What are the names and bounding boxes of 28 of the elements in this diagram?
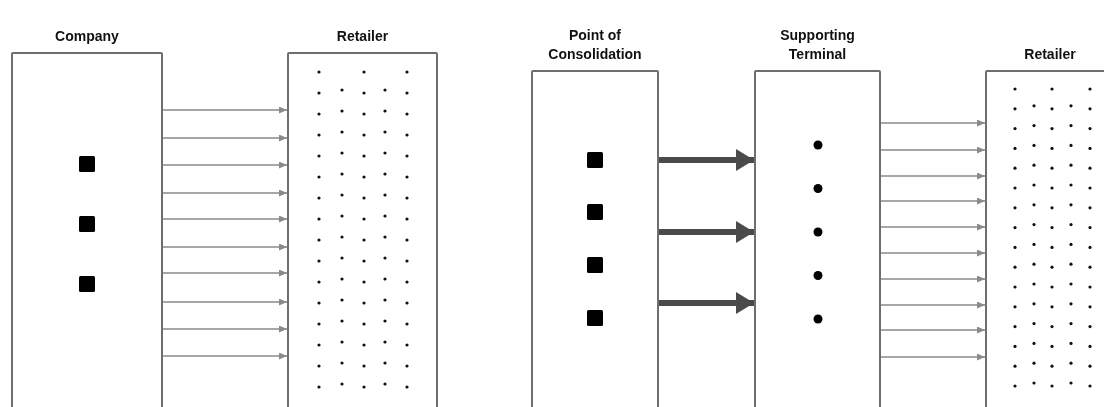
arrow [659,292,754,314]
arrow [880,301,986,309]
box-heading: Company [55,27,119,46]
box-heading: Retailer [336,27,389,46]
box-heading: Point of Consolidation [547,26,643,64]
arrow [880,275,986,283]
arrow [880,146,986,154]
arrow [162,161,288,169]
arrow [880,197,986,205]
arrow [162,106,288,114]
arrow [880,353,986,361]
arrow [162,325,288,333]
arrow [162,189,288,197]
arrow [162,134,288,142]
arrow [880,172,986,180]
arrow [880,119,986,127]
arrow [880,223,986,231]
arrow [162,298,288,306]
arrow [659,221,754,243]
box-heading: Supporting Terminal [779,26,856,64]
arrow [162,215,288,223]
arrow [659,149,754,171]
arrow [880,326,986,334]
arrow [162,352,288,360]
arrow [880,249,986,257]
box-heading: Retailer [1024,45,1076,64]
arrow [162,269,288,277]
arrow [162,243,288,251]
